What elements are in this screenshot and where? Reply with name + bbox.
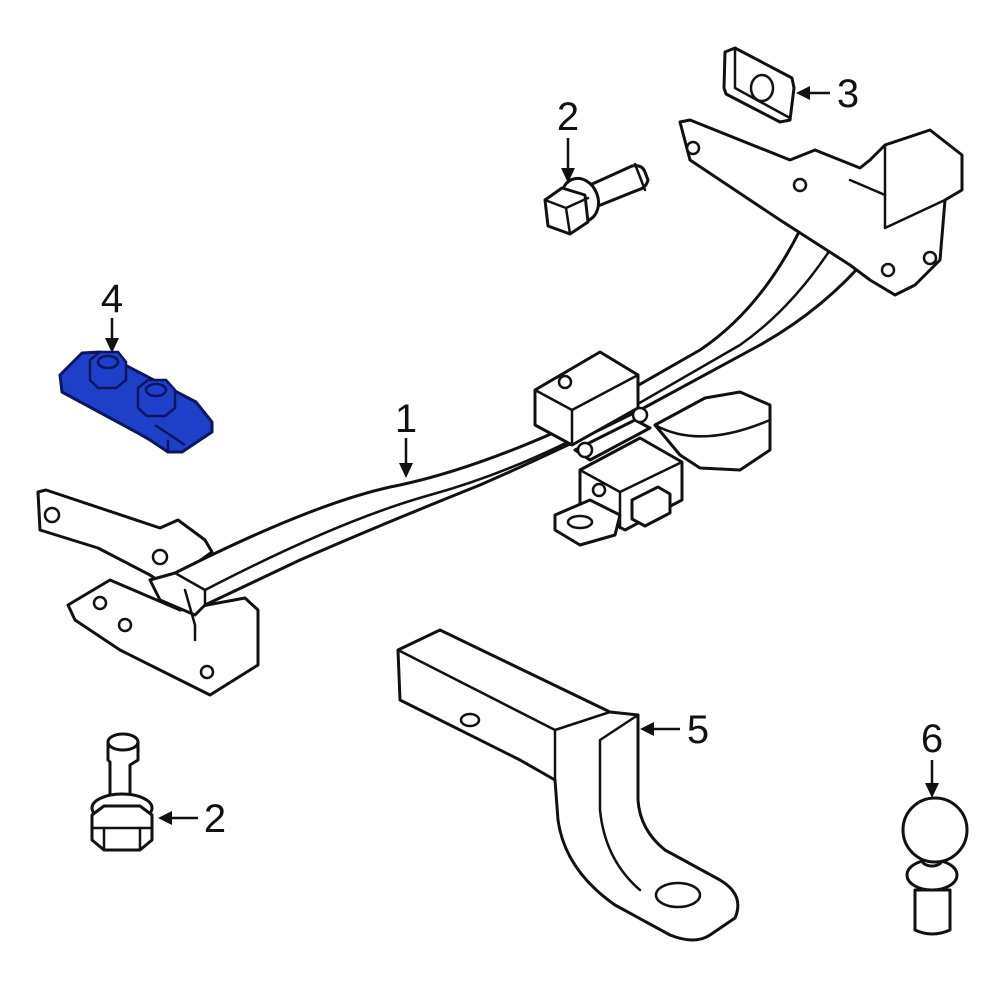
- callout-5-label: 5: [687, 708, 709, 752]
- callout-4-arrow: [105, 318, 119, 353]
- callout-2b-label: 2: [204, 797, 226, 841]
- callout-3-label: 3: [837, 72, 859, 116]
- callout-5-arrow: [640, 722, 680, 736]
- part-4-nut-plate[interactable]: [58, 350, 214, 454]
- callout-3-arrow: [796, 86, 830, 100]
- callout-1-label: 1: [395, 397, 417, 441]
- part-6-hitch-ball[interactable]: [901, 796, 969, 936]
- part-2-bolt-upper[interactable]: [543, 162, 650, 236]
- part-3-cage-nut[interactable]: [722, 46, 796, 124]
- callout-2b-arrow: [158, 811, 198, 825]
- callout-2a-label: 2: [557, 95, 579, 139]
- callout-1-arrow: [399, 438, 413, 478]
- callout-6-label: 6: [921, 717, 943, 761]
- part-1-hitch-crossmember[interactable]: [36, 118, 964, 697]
- callout-6-arrow: [925, 760, 939, 798]
- callout-4-label: 4: [101, 277, 123, 321]
- part-5-ball-mount[interactable]: [396, 628, 740, 942]
- callout-2a-arrow: [561, 138, 575, 183]
- part-2-bolt-lower[interactable]: [90, 732, 154, 852]
